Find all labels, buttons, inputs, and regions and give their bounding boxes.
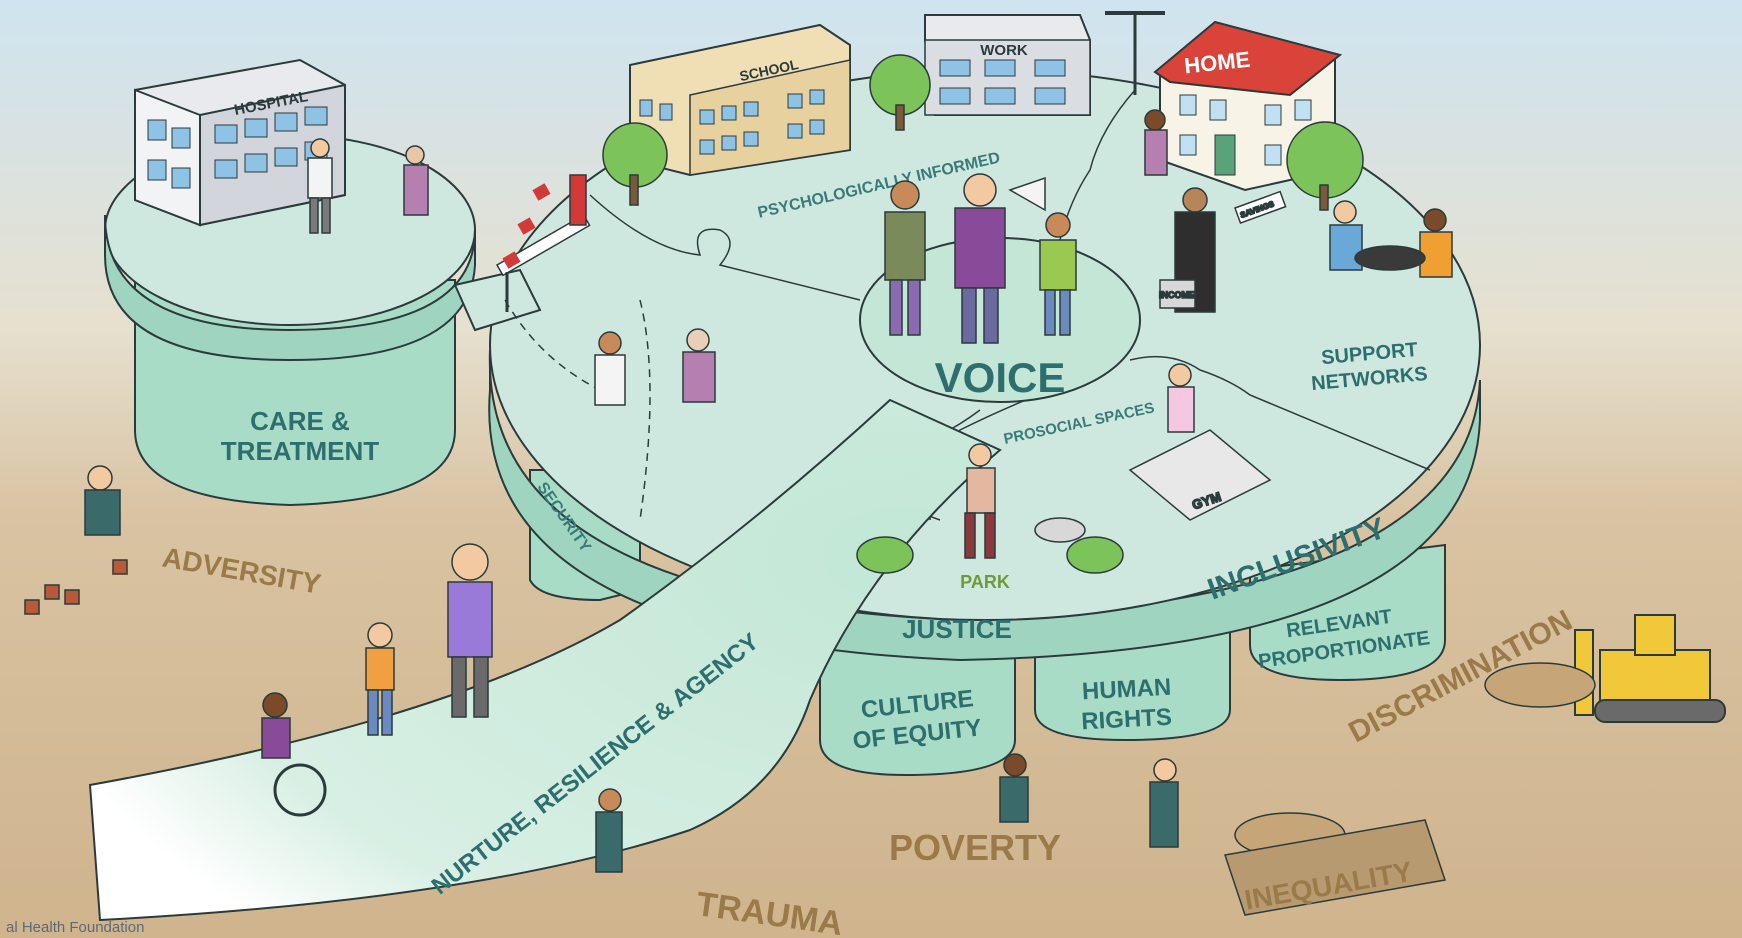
- care-label-2: TREATMENT: [221, 436, 380, 466]
- hospital-building: HOSPITAL: [134, 58, 346, 227]
- label-park: PARK: [960, 572, 1010, 592]
- work-sign: WORK: [980, 42, 1028, 59]
- footer-credit: al Health Foundation: [6, 919, 145, 936]
- voice-label: VOICE: [935, 354, 1066, 401]
- care-label-1: CARE &: [250, 406, 350, 436]
- bridge: [453, 174, 651, 521]
- pillar-rights-label-1: HUMAN: [1081, 674, 1172, 706]
- pillar-rights-label-2: RIGHTS: [1081, 704, 1173, 736]
- school-building: SCHOOL: [629, 23, 851, 177]
- income-sign: INCOME: [1159, 290, 1195, 300]
- work-building: WORK: [924, 11, 1165, 116]
- people-figures: INCOME SAVINGS GYM: [24, 109, 1726, 916]
- label-justice: JUSTICE: [902, 614, 1012, 644]
- word-poverty: POVERTY: [889, 827, 1061, 868]
- tree-icon: [602, 54, 1364, 574]
